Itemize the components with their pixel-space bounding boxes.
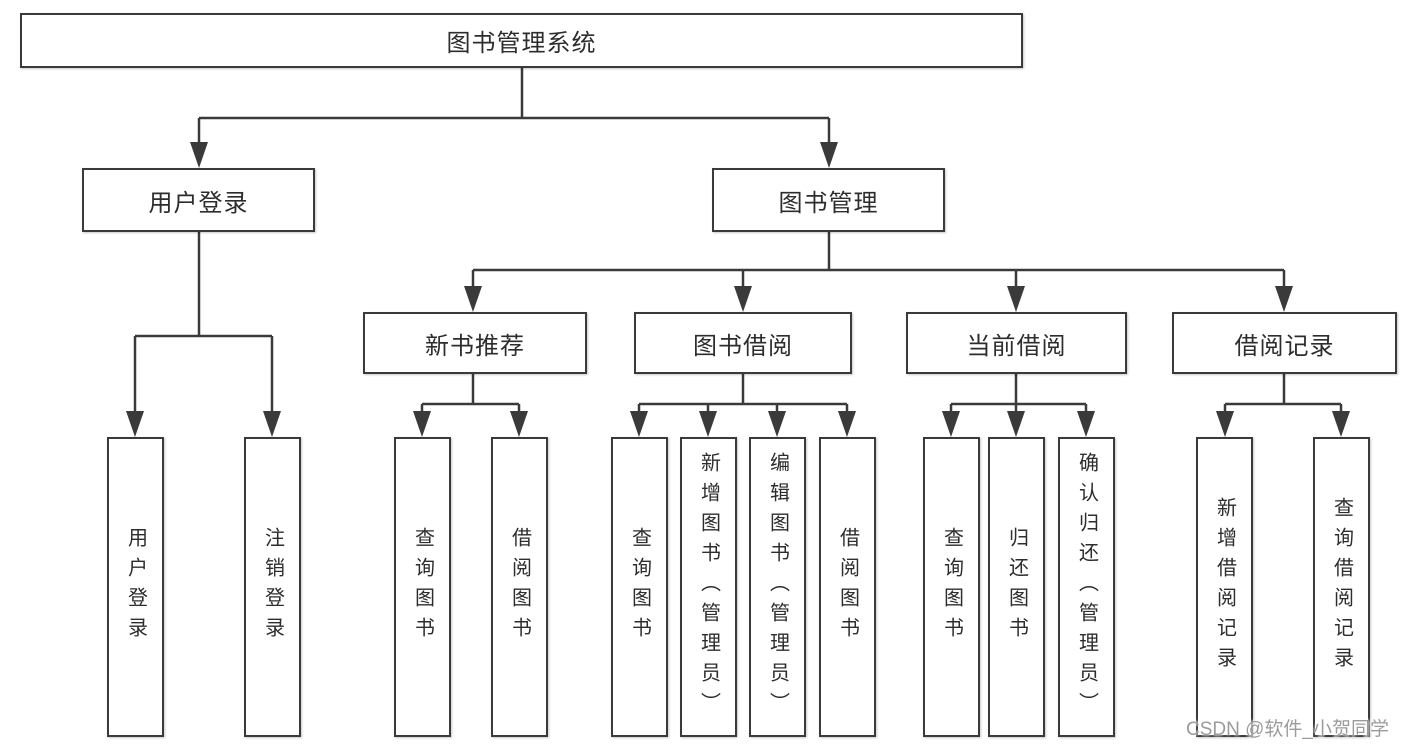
connector-root-to-level2 xyxy=(190,66,838,168)
connector-current-borrow-to-leaves xyxy=(942,374,1095,437)
connector-user-login-to-leaves xyxy=(126,230,281,437)
connector-book-management-to-level3 xyxy=(464,230,1293,312)
node-label: 当前借阅 xyxy=(966,332,1067,360)
arrowhead-down xyxy=(838,411,856,437)
connector-line xyxy=(420,374,521,415)
arrowhead-down xyxy=(1007,411,1025,437)
node-label: 查询图书 xyxy=(940,527,963,647)
leaf-recommend-query-books: 查询图书 xyxy=(394,437,451,737)
connector-line xyxy=(949,374,1088,415)
node-label: 图书管理系统 xyxy=(446,30,597,57)
node-label: 借阅图书 xyxy=(508,527,531,647)
leaf-return-book: 归还图书 xyxy=(988,437,1045,737)
node-label: 新增图书（管理员） xyxy=(697,452,720,722)
leaf-user-login: 用户登录 xyxy=(107,437,164,737)
arrowhead-down xyxy=(734,286,752,312)
arrowhead-down xyxy=(942,411,960,437)
leaf-add-book-admin: 新增图书（管理员） xyxy=(680,437,737,737)
arrowhead-down xyxy=(510,411,528,437)
connector-line xyxy=(133,230,274,415)
node-current-borrow: 当前借阅 xyxy=(906,312,1127,374)
node-label: 查询图书 xyxy=(411,527,434,647)
node-label: 新增借阅记录 xyxy=(1213,497,1236,677)
arrowhead-down xyxy=(263,411,281,437)
node-borrow-records: 借阅记录 xyxy=(1172,312,1397,374)
leaf-add-borrow-record: 新增借阅记录 xyxy=(1196,437,1253,737)
leaf-borrow-query-books: 查询图书 xyxy=(611,437,668,737)
node-label: 编辑图书（管理员） xyxy=(766,452,789,722)
node-user-login: 用户登录 xyxy=(82,168,315,232)
arrowhead-down xyxy=(1332,411,1350,437)
arrowhead-down xyxy=(1007,286,1025,312)
node-label: 用户登录 xyxy=(148,189,249,217)
connector-line xyxy=(637,374,849,415)
node-label: 归还图书 xyxy=(1005,527,1028,647)
connector-line xyxy=(1223,374,1343,415)
node-label: 图书借阅 xyxy=(693,332,793,360)
node-label: 确认归还（管理员） xyxy=(1075,452,1098,722)
leaf-query-borrow-record: 查询借阅记录 xyxy=(1313,437,1370,737)
connector-book-borrow-to-leaves xyxy=(630,374,856,437)
node-label: 借阅图书 xyxy=(836,527,859,647)
node-new-book-recommend: 新书推荐 xyxy=(363,312,587,374)
leaf-borrow-book: 借阅图书 xyxy=(819,437,876,737)
connector-line xyxy=(471,230,1286,290)
arrowhead-down xyxy=(1216,411,1234,437)
node-label: 查询图书 xyxy=(628,527,651,647)
node-label: 图书管理 xyxy=(778,189,879,217)
node-book-management: 图书管理 xyxy=(712,168,945,232)
connector-borrow-records-to-leaves xyxy=(1216,374,1350,437)
node-book-borrow: 图书借阅 xyxy=(634,312,852,374)
connector-line xyxy=(197,66,831,146)
node-label: 新书推荐 xyxy=(425,332,525,360)
arrowhead-down xyxy=(820,142,838,168)
arrowhead-down xyxy=(630,411,648,437)
arrowhead-down xyxy=(126,411,144,437)
leaf-recommend-borrow-books: 借阅图书 xyxy=(491,437,548,737)
leaf-current-query-books: 查询图书 xyxy=(923,437,980,737)
arrowhead-down xyxy=(768,411,786,437)
arrowhead-down xyxy=(413,411,431,437)
arrowhead-down xyxy=(1275,286,1293,312)
arrowhead-down xyxy=(464,286,482,312)
leaf-edit-book-admin: 编辑图书（管理员） xyxy=(749,437,806,737)
leaf-logout: 注销登录 xyxy=(244,437,301,737)
node-label: 用户登录 xyxy=(124,527,147,647)
node-label: 借阅记录 xyxy=(1234,332,1335,360)
leaf-confirm-return-admin: 确认归还（管理员） xyxy=(1058,437,1115,737)
arrowhead-down xyxy=(699,411,717,437)
arrowhead-down xyxy=(190,142,208,168)
node-label: 注销登录 xyxy=(261,527,284,647)
csdn-watermark: CSDN @软件_小贺同学 xyxy=(1186,719,1389,740)
arrowhead-down xyxy=(1077,411,1095,437)
node-root-system: 图书管理系统 xyxy=(20,13,1023,68)
node-label: 查询借阅记录 xyxy=(1330,497,1353,677)
connector-new-book-recommend-to-leaves xyxy=(413,374,528,437)
